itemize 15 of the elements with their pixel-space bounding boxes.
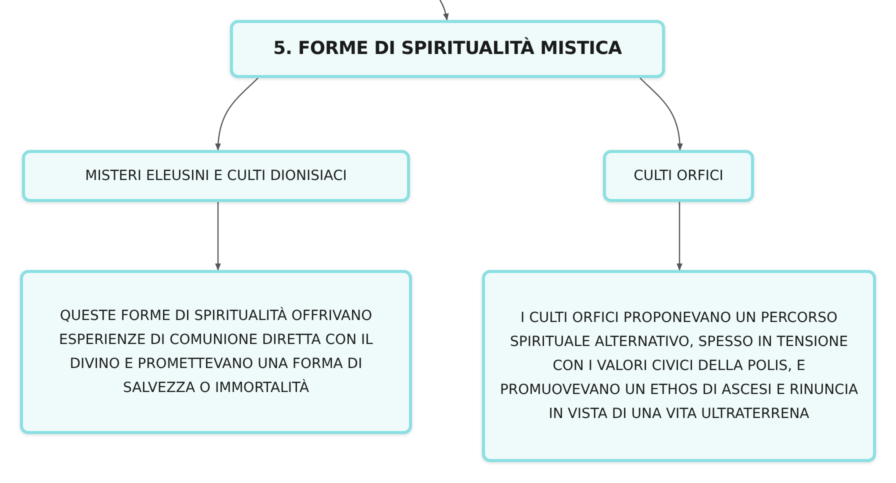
- description-box: [482, 270, 876, 462]
- node-text: 5. FORME DI SPIRITUALITÀ MISTICA: [273, 38, 622, 60]
- node-text: MISTERI ELEUSINI E CULTI DIONISIACI: [85, 168, 347, 184]
- title-box: [230, 20, 665, 78]
- node-text: QUESTE FORME DI SPIRITUALITÀ OFFRIVANO ESPERIENZE DI COMUNIONE DIRETTA CON IL DIVINO E PROMETTEVANO UNA FORMA DI SALVEZZA O IMMORTALITÀ: [58, 306, 374, 398]
- node-text: CULTI ORFICI: [634, 168, 724, 184]
- connector-arrow: [215, 202, 221, 271]
- node-text: I CULTI ORFICI PROPONEVANO UN PERCORSO SPIRITUALE ALTERNATIVO, SPESSO IN TENSIONE CON I VALORI CIVICI DELLA POLIS, E PROMUOVEVANO UN ETHOS DI ASCESI E RINUNCIA IN VISTA DI UNA VITA ULTRATERRENA: [498, 309, 860, 424]
- description-box: [20, 270, 412, 434]
- topic-box: [22, 150, 410, 202]
- connector-arrow: [215, 78, 258, 151]
- connector-arrow: [439, 0, 449, 21]
- topic-box: [603, 150, 754, 202]
- connector-arrow: [640, 78, 683, 151]
- connector-arrow: [676, 202, 682, 271]
